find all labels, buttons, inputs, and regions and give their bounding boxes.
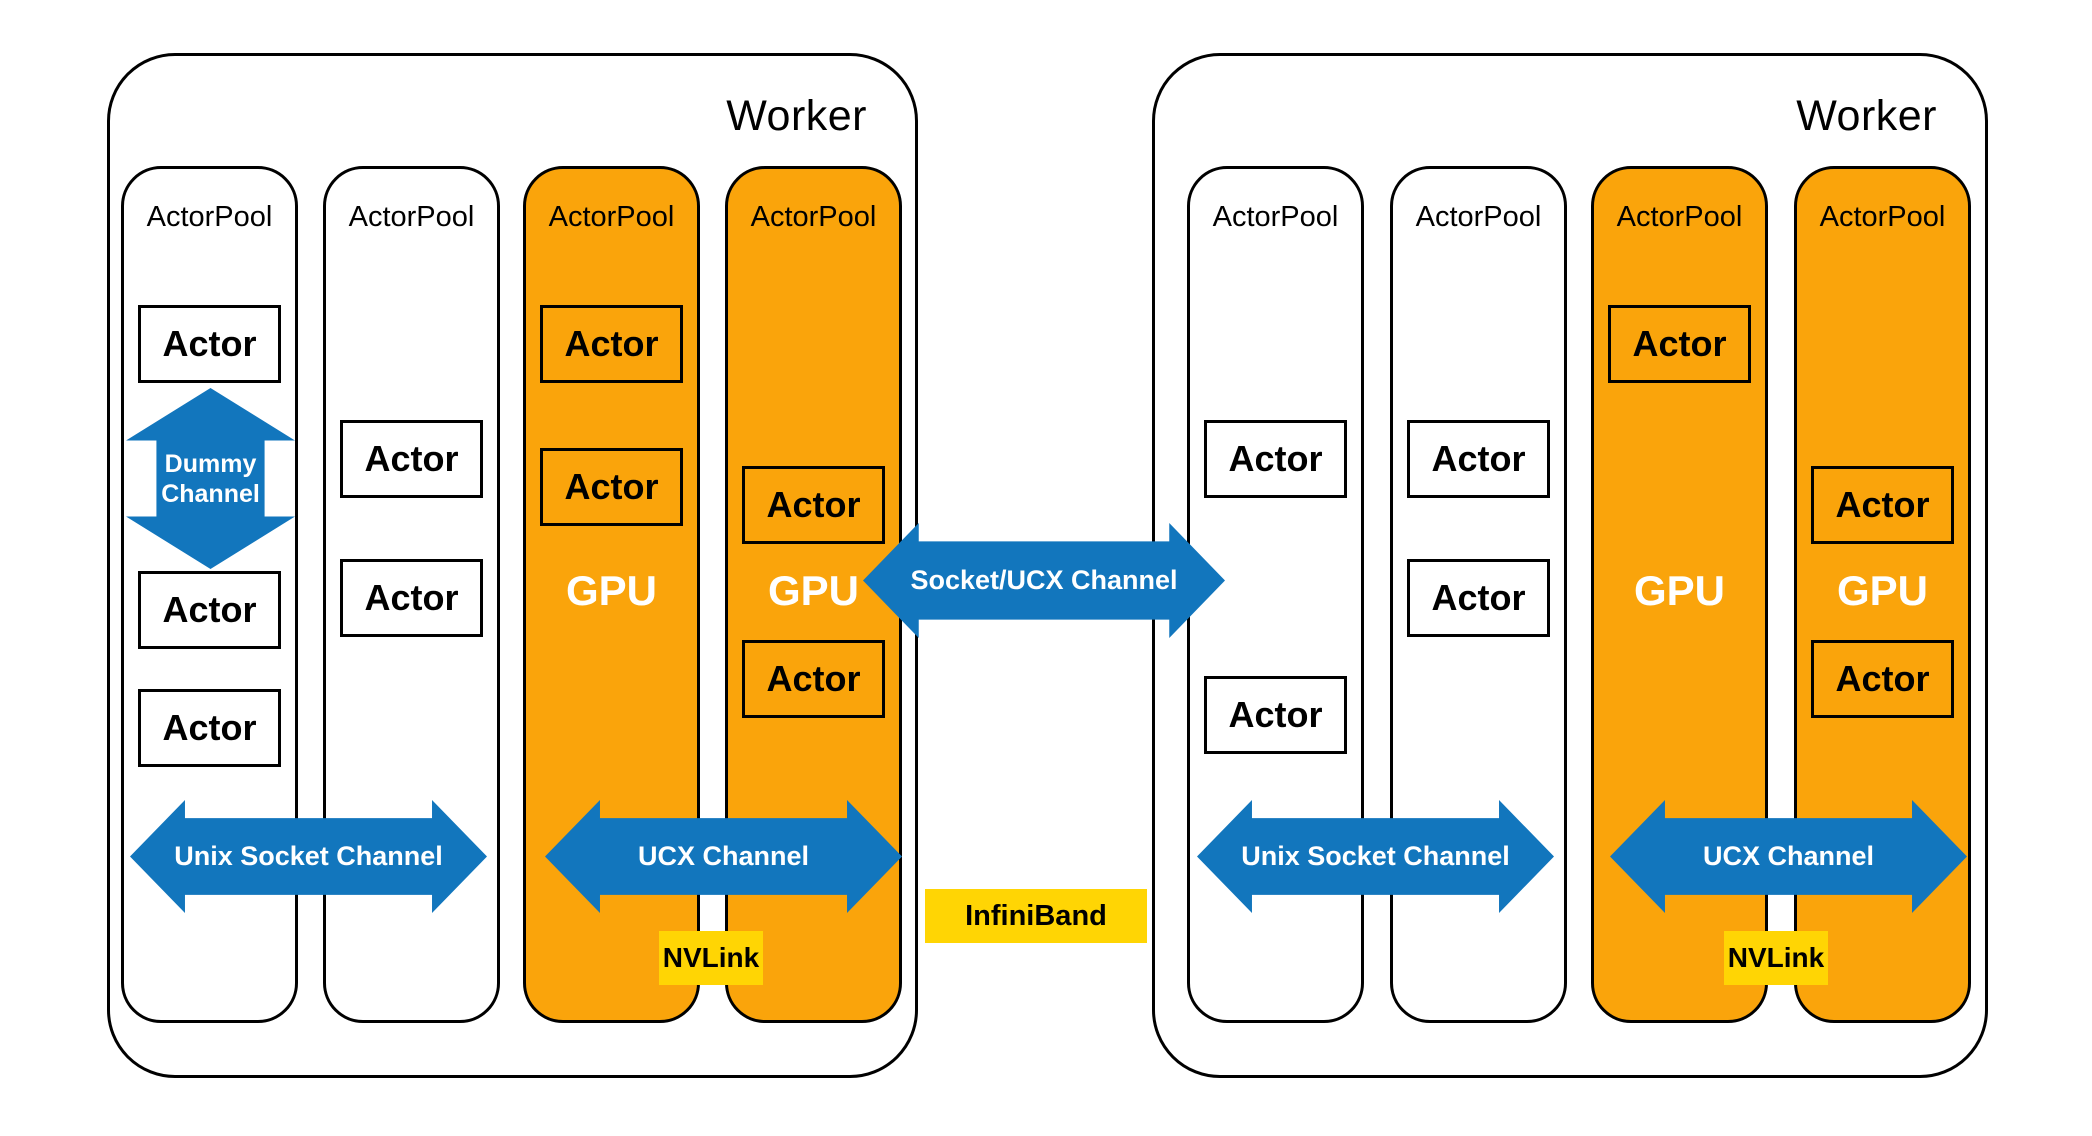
unix-socket-channel-label: Unix Socket Channel [174, 841, 443, 871]
actor-box: Actor [138, 689, 281, 767]
actor-pool-label: ActorPool [348, 201, 475, 233]
actor-pool-label: ActorPool [1616, 201, 1743, 233]
worker-box-left: Worker ActorPool Actor Dummy Channel Act… [107, 53, 918, 1078]
ucx-channel-label: UCX Channel [1702, 841, 1875, 871]
actor-box: Actor [1811, 466, 1954, 544]
actor-box: Actor [1204, 676, 1347, 754]
actor-pool-label: ActorPool [750, 201, 877, 233]
worker-title: Worker [726, 92, 867, 140]
actor-pool: ActorPool Actor Actor [1390, 166, 1567, 1023]
nvlink-label: NVLink [1724, 931, 1828, 985]
gpu-label: GPU [1633, 567, 1725, 614]
actor-pool: ActorPool Actor Dummy Channel Actor Acto… [121, 166, 298, 1023]
actor-box: Actor [540, 305, 683, 383]
unix-socket-channel-label: Unix Socket Channel [1241, 841, 1510, 871]
actor-pool-label: ActorPool [548, 201, 675, 233]
actor-box: Actor [742, 640, 885, 718]
ucx-channel-arrow: UCX Channel [545, 800, 902, 913]
gpu-label: GPU [1836, 567, 1928, 614]
actor-pool-label: ActorPool [146, 201, 273, 233]
actor-box: Actor [1811, 640, 1954, 718]
actor-box: Actor [1407, 420, 1550, 498]
nvlink-label: NVLink [659, 931, 763, 985]
actor-box: Actor [1204, 420, 1347, 498]
actor-box: Actor [340, 559, 483, 637]
dummy-channel-label: Dummy Channel [161, 449, 260, 508]
actor-box: Actor [138, 571, 281, 649]
worker-title: Worker [1796, 92, 1937, 140]
worker-box-right: Worker ActorPool Actor Actor ActorPool A… [1152, 53, 1988, 1078]
actor-box: Actor [540, 448, 683, 526]
actor-pool-label: ActorPool [1819, 201, 1946, 233]
ucx-channel-label: UCX Channel [637, 841, 810, 871]
socket-ucx-channel-arrow: Socket/UCX Channel [863, 523, 1225, 638]
dummy-channel-arrow: Dummy Channel [126, 388, 295, 569]
actor-box: Actor [340, 420, 483, 498]
actor-box: Actor [1608, 305, 1751, 383]
infiniband-label: InfiniBand [925, 889, 1147, 943]
gpu-label: GPU [767, 567, 859, 614]
actor-box: Actor [742, 466, 885, 544]
ucx-channel-arrow: UCX Channel [1610, 800, 1967, 913]
actor-box: Actor [1407, 559, 1550, 637]
actor-pool-label: ActorPool [1415, 201, 1542, 233]
gpu-label: GPU [565, 567, 657, 614]
unix-socket-channel-arrow: Unix Socket Channel [1197, 800, 1554, 913]
actor-box: Actor [138, 305, 281, 383]
actor-pool-label: ActorPool [1212, 201, 1339, 233]
socket-ucx-channel-label: Socket/UCX Channel [910, 565, 1178, 595]
unix-socket-channel-arrow: Unix Socket Channel [130, 800, 487, 913]
